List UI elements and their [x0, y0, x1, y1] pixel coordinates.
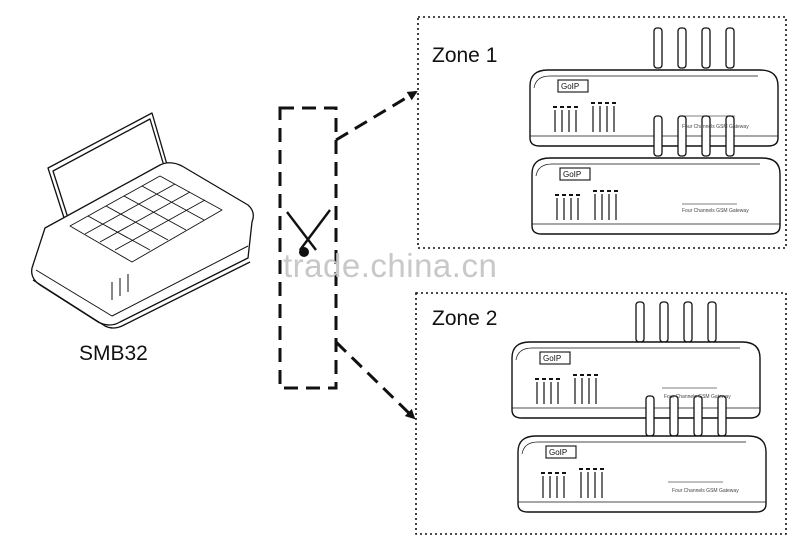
arrow-to-zone-2: [334, 340, 416, 420]
watermark: trade.china.cn: [283, 247, 498, 284]
gateway-logo: GoIP: [561, 82, 579, 91]
gateway-caption: Four Channels GSM Gateway: [672, 488, 739, 494]
zone-2-gateways: [511, 301, 767, 513]
zone-1-gateways: [529, 27, 781, 235]
laptop-device: [31, 112, 254, 329]
arrow-to-zone-1: [335, 90, 418, 142]
gateway-logo: GoIP: [549, 448, 567, 457]
gateway-caption: Four Channels GSM Gateway: [664, 394, 731, 400]
device-label: SMB32: [79, 342, 148, 365]
gateway-caption: Four Channels GSM Gateway: [682, 208, 749, 214]
gateway-caption: Four Channels GSM Gateway: [682, 124, 749, 130]
zone-1-label: Zone 1: [432, 44, 498, 67]
zone-2-label: Zone 2: [432, 307, 498, 330]
zone-2-box: [415, 292, 787, 535]
switch-cross: [286, 209, 331, 257]
gateway-logo: GoIP: [563, 170, 581, 179]
gateway-logo: GoIP: [543, 354, 561, 363]
switch-box: [278, 106, 338, 390]
